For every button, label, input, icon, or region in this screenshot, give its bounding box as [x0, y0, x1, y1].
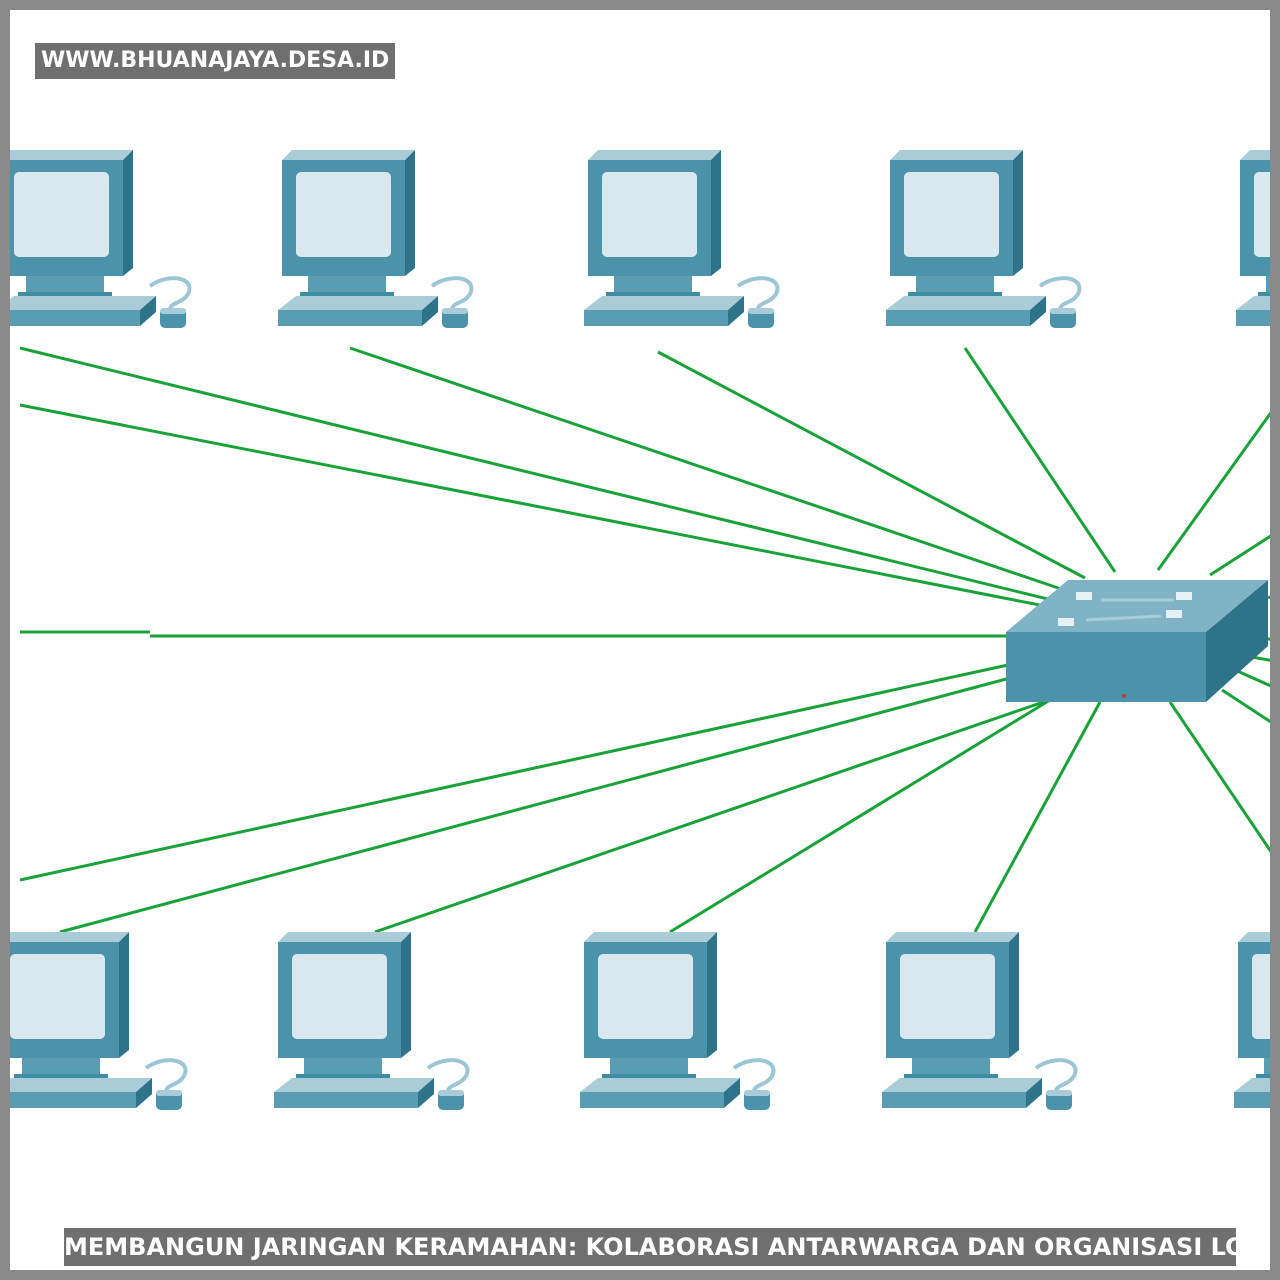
link [59, 676, 1011, 934]
link [657, 350, 1086, 580]
link [1209, 534, 1270, 577]
desktop-computer-icon [276, 148, 474, 330]
link [669, 698, 1051, 934]
bottom-row-computers [10, 930, 1270, 1112]
link [349, 346, 1071, 594]
desktop-computer-icon [880, 930, 1078, 1112]
link [1234, 668, 1270, 688]
desktop-computer-icon [1232, 930, 1270, 1112]
network-switch-icon [1004, 578, 1270, 704]
desktop-computer-icon [884, 148, 1082, 330]
desktop-computer-icon [1234, 148, 1270, 330]
desktop-computer-icon [582, 148, 780, 330]
link [1156, 411, 1270, 571]
link [1168, 701, 1270, 853]
link [374, 696, 1056, 934]
link [1267, 595, 1270, 600]
link [19, 346, 1061, 604]
link [19, 663, 1009, 882]
image-caption: MEMBANGUN JARINGAN KERAMAHAN: KOLABORASI… [64, 1228, 1236, 1266]
top-row-computers [10, 148, 1270, 330]
network-links [19, 346, 1270, 934]
link [1221, 688, 1270, 724]
desktop-computer-icon [10, 930, 188, 1112]
desktop-computer-icon [578, 930, 776, 1112]
network-diagram [10, 148, 1270, 1112]
link [19, 403, 1056, 610]
link [963, 347, 1117, 573]
link [973, 701, 1102, 933]
site-watermark: WWW.BHUANAJAYA.DESA.ID [35, 43, 396, 79]
desktop-computer-icon [10, 148, 192, 330]
desktop-computer-icon [272, 930, 470, 1112]
